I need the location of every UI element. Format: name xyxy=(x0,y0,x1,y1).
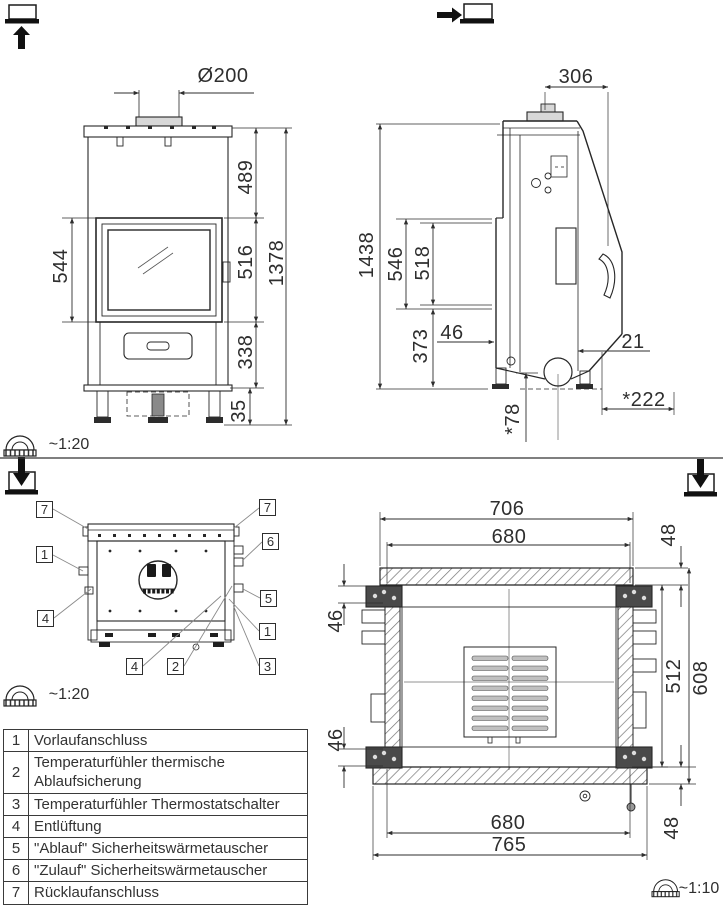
legend-row-number: 4 xyxy=(3,814,29,838)
dim-side-rear-gap: 21 xyxy=(621,331,645,353)
side-view-dimension-lines xyxy=(376,84,675,442)
dim-side-panel-height: 518 xyxy=(412,245,434,281)
callout-6-right: 6 xyxy=(262,533,279,550)
dim-top-plate-top: 48 xyxy=(658,523,680,547)
front-view-direction-icon xyxy=(5,4,39,49)
dim-top-plate-bottom: 48 xyxy=(661,816,683,840)
legend-row-label: "Ablauf" Sicherheitswärmetauscher xyxy=(28,836,308,861)
callout-4-left: 4 xyxy=(37,610,54,627)
legend-row-label: Rücklaufanschluss xyxy=(28,881,308,905)
dim-top-gap-upper: 46 xyxy=(325,609,347,633)
legend-row-label: Entlüftung xyxy=(28,814,308,838)
scale-icon-top xyxy=(651,879,680,898)
side-view-direction-icon xyxy=(437,3,494,24)
dim-glass-height: 544 xyxy=(50,248,72,284)
legend-row-number: 1 xyxy=(3,728,29,753)
legend-row-number: 5 xyxy=(3,836,29,861)
front-view-dimension-lines xyxy=(62,90,292,426)
legend-row-number: 7 xyxy=(3,881,29,905)
legend-row-label: Temperaturfühler Thermostatschalter xyxy=(28,792,308,816)
dim-flue-diameter: Ø200 xyxy=(197,65,249,87)
front-view-drawing xyxy=(83,90,233,423)
convection-grille xyxy=(463,646,557,744)
dim-side-top-depth: 306 xyxy=(558,66,594,88)
top-view-drawing xyxy=(361,567,657,812)
dim-side-inner-height: 546 xyxy=(385,246,407,282)
dim-bottom-outer-width: 765 xyxy=(491,834,527,856)
legend-row-label: "Zulauf" Sicherheitswärmetauscher xyxy=(28,859,308,883)
rear-view-direction-icon xyxy=(5,457,38,495)
side-view-drawing xyxy=(492,103,623,440)
legend-row-label: Temperaturfühler thermische Ablaufsicher… xyxy=(28,751,308,794)
scale-label-rear: ~1:20 xyxy=(48,686,90,703)
dim-top-inner-width: 680 xyxy=(491,526,527,548)
callout-1-right: 1 xyxy=(259,623,276,640)
dim-side-rear-offset: *222 xyxy=(622,389,666,411)
dim-total-height: 1378 xyxy=(266,239,288,287)
dim-foot-height: 35 xyxy=(228,399,250,423)
dim-base-section: 338 xyxy=(235,334,257,370)
legend-row-number: 6 xyxy=(3,859,29,883)
callout-4-bottom: 4 xyxy=(126,658,143,675)
rear-view-drawing xyxy=(78,523,244,651)
scale-icon-front xyxy=(3,435,37,457)
scale-icon-rear xyxy=(3,685,37,707)
legend-row-number: 2 xyxy=(3,751,29,794)
scale-label-top: ~1:10 xyxy=(678,880,720,897)
callout-3-right: 3 xyxy=(259,658,276,675)
dim-top-gap-lower: 46 xyxy=(325,728,347,752)
callout-7-right: 7 xyxy=(259,499,276,516)
scale-label-front: ~1:20 xyxy=(48,436,90,453)
callout-5-right: 5 xyxy=(260,590,277,607)
callout-1-left: 1 xyxy=(36,546,53,563)
legend-row-number: 3 xyxy=(3,792,29,816)
top-view-dimension-lines xyxy=(338,512,696,860)
dim-side-front-offset: 46 xyxy=(440,322,464,344)
top-view-direction-icon xyxy=(684,459,717,497)
table-row: 5"Ablauf" Sicherheitswärmetauscher xyxy=(3,836,308,861)
callout-7-left: 7 xyxy=(36,501,53,518)
dim-side-flue-height: *78 xyxy=(502,403,524,435)
dim-side-base-height: 373 xyxy=(410,328,432,364)
corner-blocks xyxy=(365,585,653,769)
legend-row-label: Vorlaufanschluss xyxy=(28,728,308,753)
callout-2-bottom: 2 xyxy=(167,658,184,675)
dim-door-section: 516 xyxy=(235,244,257,280)
table-row: 6"Zulauf" Sicherheitswärmetauscher xyxy=(3,859,308,883)
dim-top-inner-depth: 512 xyxy=(663,658,685,694)
dim-top-section: 489 xyxy=(235,159,257,195)
dim-top-outer-depth: 608 xyxy=(690,660,712,696)
rear-view-callout-leaders xyxy=(52,507,263,667)
dim-top-outer-width: 706 xyxy=(489,498,525,520)
dim-side-total-height: 1438 xyxy=(356,231,378,279)
dim-bottom-inner-width: 680 xyxy=(490,812,526,834)
